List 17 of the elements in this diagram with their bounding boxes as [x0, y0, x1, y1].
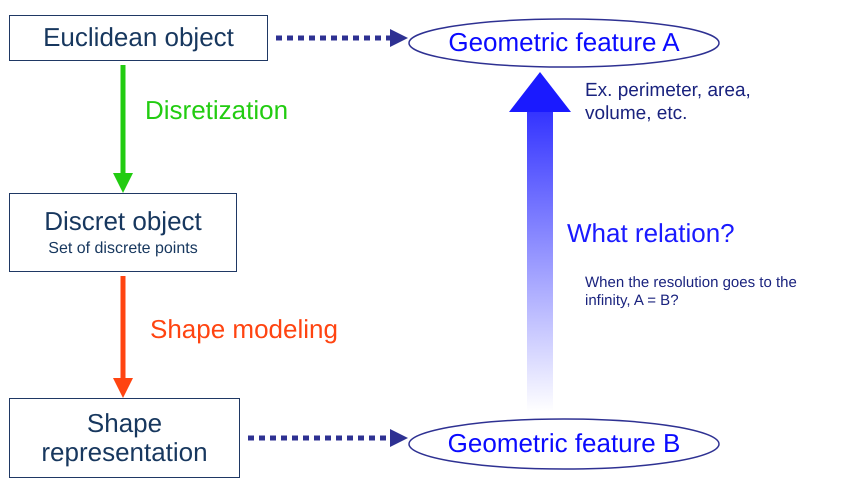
process-box: [9, 193, 237, 272]
node-title: Geometric feature B: [448, 429, 680, 459]
node-title: Euclidean object: [43, 23, 234, 53]
process-box: [9, 398, 240, 478]
arrow: [276, 29, 408, 47]
arrow: [248, 429, 408, 447]
process-box: [9, 15, 268, 61]
note-text: Ex. perimeter, area, volume, etc.: [585, 80, 752, 126]
node-title: Shape representation: [40, 408, 209, 468]
node-title: Discret object: [44, 206, 202, 236]
ellipse-node: [408, 18, 720, 68]
ellipse-node: [408, 418, 720, 470]
node-subtitle: Set of discrete points: [48, 240, 198, 258]
node-title: Geometric feature A: [448, 28, 680, 58]
note-text: When the resolution goes to the infinity, A = B?: [585, 274, 798, 310]
arrow: [113, 276, 133, 398]
arrow: [113, 65, 133, 193]
